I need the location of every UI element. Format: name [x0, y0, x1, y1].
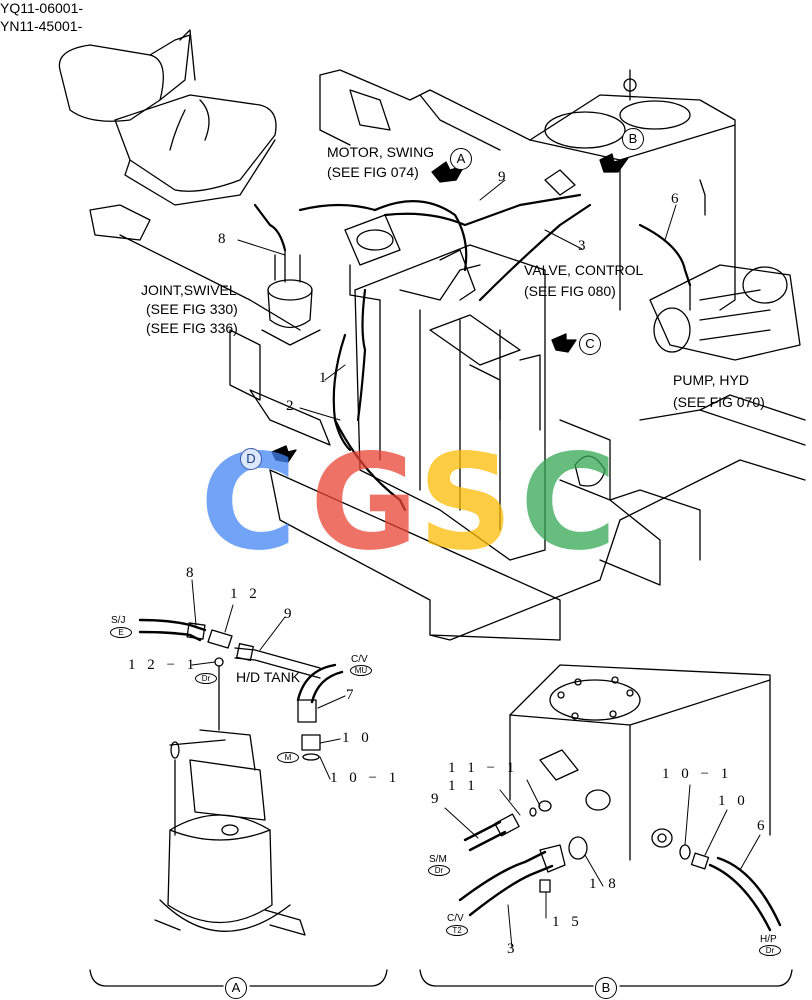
- part-number-12-1-detail-a: 1 2 − 1: [128, 657, 199, 673]
- part-number-10-1-detail-b: 1 0 − 1: [662, 766, 733, 782]
- part-number-12-detail-a: 1 2: [230, 586, 261, 602]
- port-tag-sm: S/M: [429, 854, 447, 865]
- part-number-6-detail-b: 6: [757, 818, 769, 834]
- part-number-2: 2: [286, 398, 298, 414]
- serial-range-1: YQ11-06001-: [0, 0, 84, 16]
- view-arrows: [271, 153, 629, 463]
- watermark-logo: C G S C: [200, 426, 617, 580]
- watermark-letter-s: S: [418, 426, 513, 580]
- port-tag-dr-a: Dr: [195, 673, 217, 684]
- part-number-10-detail-a: 1 0: [342, 730, 373, 746]
- pump-hyd-fig-ref: (SEE FIG 070): [673, 394, 765, 410]
- port-tag-sj: S/J: [111, 615, 126, 626]
- serial-range-2: YN11-45001-: [0, 18, 83, 34]
- control-valve-drawing: [354, 244, 546, 561]
- detail-a-leaders: [191, 579, 346, 780]
- swing-motor-drawing: [344, 214, 401, 301]
- part-number-3-detail-b: 3: [507, 941, 519, 957]
- motor-swing-fig-ref: (SEE FIG 074): [327, 164, 419, 180]
- part-number-8-top: 8: [218, 231, 230, 247]
- part-number-15: 1 5: [552, 914, 583, 930]
- part-number-11-1: 1 1 − 1: [448, 760, 519, 776]
- part-number-7: 7: [346, 687, 358, 703]
- hoses-top-view: [253, 193, 692, 512]
- part-number-6-top: 6: [671, 191, 683, 207]
- port-tag-mu: MU: [350, 665, 372, 676]
- motor-swing-label: MOTOR, SWING: [327, 144, 435, 160]
- section-label-b: B: [595, 977, 617, 999]
- port-tag-hp-dr: Dr: [759, 945, 781, 956]
- section-brackets: [89, 969, 793, 987]
- port-tag-hp: H/P: [760, 934, 777, 945]
- valve-control-label: VALVE, CONTROL: [524, 262, 644, 278]
- view-marker-c: C: [579, 333, 601, 355]
- detail-a-drawing: [138, 618, 344, 936]
- part-number-8-detail-a: 8: [186, 565, 198, 581]
- port-tag-t2: T2: [446, 925, 468, 936]
- detail-b-leaders: [444, 779, 761, 949]
- upper-frame-drawing: [89, 69, 806, 641]
- part-number-10-1-detail-a: 1 0 − 1: [330, 770, 401, 786]
- view-marker-b: B: [622, 128, 644, 150]
- view-marker-d: D: [240, 448, 262, 470]
- hydraulic-pump-drawing: [649, 264, 801, 361]
- part-number-9-detail-a: 9: [284, 606, 296, 622]
- part-number-9-top: 9: [498, 169, 510, 185]
- port-tag-sm-dr: Dr: [428, 865, 450, 876]
- part-number-11: 1 1: [448, 778, 479, 794]
- cab-seat-drawing: [58, 29, 277, 206]
- part-number-9-detail-b: 9: [431, 791, 443, 807]
- joint-swivel-fig-ref-1: (SEE FIG 330): [146, 301, 238, 317]
- leader-lines-top: [237, 179, 677, 421]
- joint-swivel-label: JOINT,SWIVEL: [141, 282, 237, 298]
- part-number-18: 1 8: [589, 876, 620, 892]
- part-number-3-top: 3: [578, 238, 590, 254]
- watermark-letter-g: G: [310, 426, 418, 580]
- port-tag-cv-t2: C/V: [447, 913, 464, 924]
- part-number-10-detail-b: 1 0: [718, 793, 749, 809]
- port-tag-sj-e: E: [110, 627, 132, 638]
- joint-swivel-fig-ref-2: (SEE FIG 336): [146, 320, 238, 336]
- swivel-joint-drawing: [261, 249, 321, 346]
- port-tag-m: M: [277, 752, 299, 763]
- section-label-a: A: [225, 977, 247, 999]
- watermark-letter-c2: C: [520, 426, 617, 580]
- valve-control-fig-ref: (SEE FIG 080): [524, 283, 616, 299]
- part-number-1: 1: [319, 370, 331, 386]
- pump-hyd-label: PUMP, HYD: [673, 372, 749, 388]
- port-tag-cv-mu: C/V: [351, 654, 368, 665]
- hd-tank-label: H/D TANK: [236, 669, 301, 685]
- detail-b-drawing: [458, 664, 782, 932]
- view-marker-a: A: [450, 148, 472, 170]
